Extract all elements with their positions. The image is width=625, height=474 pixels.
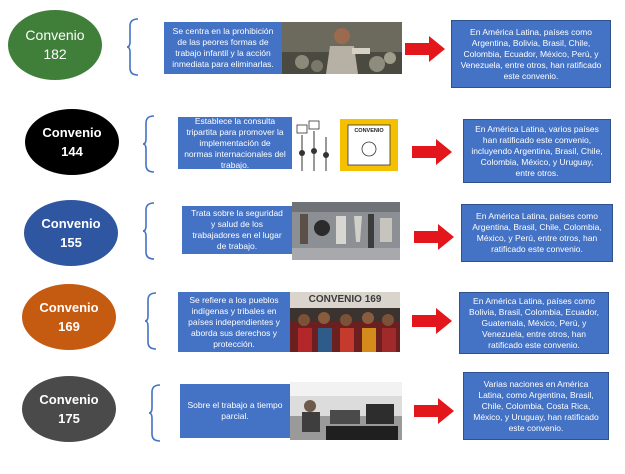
convenio-row-144: Convenio 144 Establece la consulta tripa… bbox=[0, 95, 625, 190]
ratification-box: En América Latina, países como Argentina… bbox=[451, 20, 611, 88]
convenio-155-oval: Convenio 155 bbox=[24, 200, 118, 266]
illustration-label: CONVENIO bbox=[354, 128, 384, 134]
convenio-title: Convenio bbox=[41, 216, 101, 231]
convenio-description: Trata sobre la seguridad y salud de los … bbox=[182, 206, 292, 254]
arrow-right-icon bbox=[414, 398, 454, 424]
arrow-right-icon bbox=[412, 308, 452, 334]
child-labor-photo bbox=[282, 22, 402, 74]
convenio-title: Convenio bbox=[42, 125, 102, 140]
convenio-illustration: CONVENIO bbox=[292, 115, 398, 175]
convenio-title: Convenio bbox=[39, 300, 99, 315]
indigenous-people-photo: CONVENIO 169 bbox=[290, 292, 400, 352]
convenio-number: 155 bbox=[60, 235, 82, 250]
photo-banner-text: CONVENIO 169 bbox=[308, 294, 382, 305]
convenio-description: Se centra en la prohibición de las peore… bbox=[164, 22, 282, 74]
left-brace bbox=[144, 292, 158, 350]
arrow-right-icon bbox=[405, 36, 445, 62]
arrow-right-icon bbox=[414, 224, 454, 250]
convenio-number: 182 bbox=[43, 46, 67, 62]
convenio-description: Establece la consulta tripartita para pr… bbox=[178, 116, 292, 170]
convenio-row-182: Convenio 182 Se centra en la prohibición… bbox=[0, 0, 625, 95]
convenio-row-155: Convenio 155 Trata sobre la seguridad y … bbox=[0, 190, 625, 280]
convenio-description: Sobre el trabajo a tiempo parcial. bbox=[180, 384, 290, 438]
ratification-box: En América Latina, países como Argentina… bbox=[461, 204, 613, 262]
ratification-box: En América Latina, varios países han rat… bbox=[463, 119, 611, 183]
convenio-row-175: Convenio 175 Sobre el trabajo a tiempo p… bbox=[0, 370, 625, 474]
convenio-description: Se refiere a los pueblos indígenas y tri… bbox=[178, 292, 290, 352]
convenio-number: 175 bbox=[58, 411, 80, 426]
convenio-title: Convenio bbox=[25, 27, 85, 43]
convenio-169-oval: Convenio 169 bbox=[22, 284, 116, 350]
ratification-box: En América Latina, países como Bolivia, … bbox=[459, 292, 609, 354]
convenio-175-oval: Convenio 175 bbox=[22, 376, 116, 442]
convenio-144-oval: Convenio 144 bbox=[25, 109, 119, 175]
convenio-number: 144 bbox=[61, 144, 83, 159]
left-brace bbox=[142, 115, 156, 173]
convenio-number: 169 bbox=[58, 319, 80, 334]
convenio-182-oval: Convenio 182 bbox=[8, 10, 102, 80]
left-brace bbox=[142, 202, 156, 260]
convenio-title: Convenio bbox=[39, 392, 99, 407]
left-brace bbox=[148, 384, 162, 442]
safety-tools-photo bbox=[292, 202, 400, 260]
arrow-right-icon bbox=[412, 139, 452, 165]
part-time-work-photo bbox=[290, 382, 402, 440]
convenio-row-169: Convenio 169 Se refiere a los pueblos in… bbox=[0, 280, 625, 370]
ratification-box: Varias naciones en América Latina, como … bbox=[463, 372, 609, 440]
left-brace bbox=[126, 18, 140, 76]
